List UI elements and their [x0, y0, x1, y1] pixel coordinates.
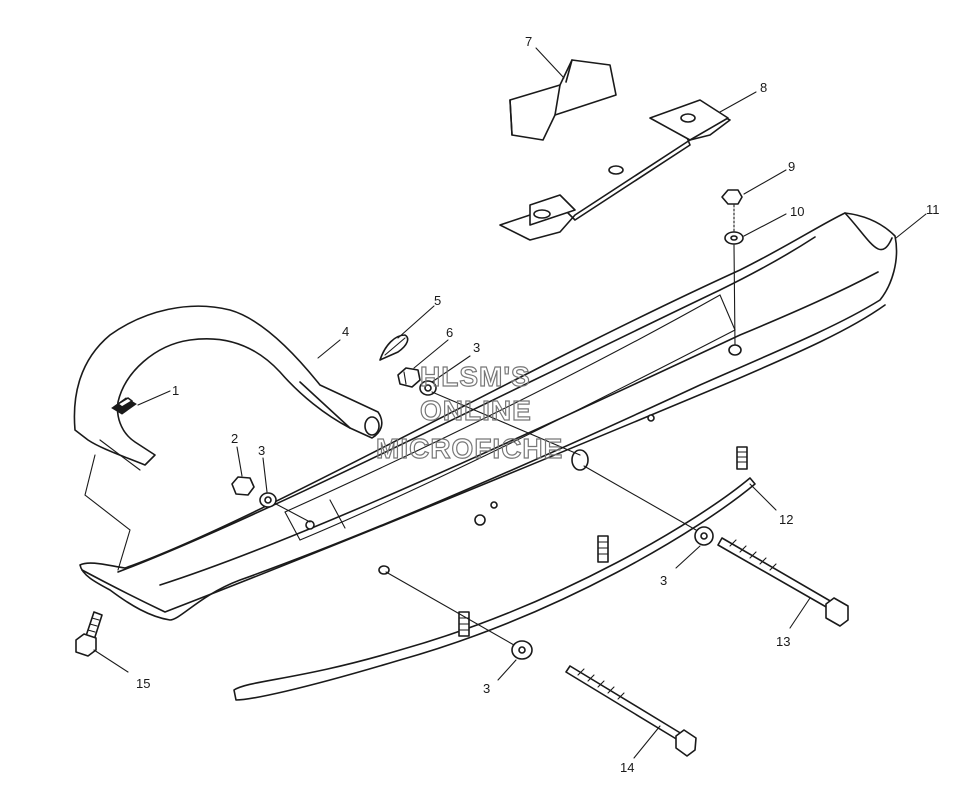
callout-14: 14: [620, 760, 634, 775]
callout-labels: 1 2 3 3 3 3 4 5 6 7 8 9 10 11 12 13 14 1…: [136, 34, 940, 775]
top-washer: [724, 231, 744, 245]
washer-bottom: [511, 640, 533, 660]
callout-1: 1: [172, 383, 179, 398]
watermark-line-2: ONLINE: [420, 395, 532, 426]
callout-6: 6: [446, 325, 453, 340]
watermark: HLSM'S ONLINE MICROFICHE: [375, 360, 563, 464]
callout-3-left: 3: [258, 443, 265, 458]
washer-right: [694, 526, 714, 546]
bolt-bottom: [565, 665, 697, 757]
callout-5: 5: [434, 293, 441, 308]
callout-15: 15: [136, 676, 150, 691]
callout-11: 11: [926, 202, 940, 217]
bolt-right: [717, 537, 849, 627]
callout-7: 7: [525, 34, 532, 49]
nut-left: [231, 476, 255, 496]
callout-8: 8: [760, 80, 767, 95]
callout-4: 4: [342, 324, 349, 339]
callout-2: 2: [231, 431, 238, 446]
saddle-bracket: [499, 99, 731, 241]
callout-3-upper: 3: [473, 340, 480, 355]
castle-nut: [397, 367, 421, 388]
callout-3-right: 3: [660, 573, 667, 588]
watermark-line-1: HLSM'S: [420, 361, 531, 392]
washer-left: [259, 492, 277, 508]
rubber-bumper: [509, 59, 617, 141]
leader-lines: [93, 47, 927, 759]
cotter-pin: [379, 334, 409, 361]
callout-9: 9: [788, 159, 795, 174]
callout-3-bottom: 3: [483, 681, 490, 696]
bolt-front: [75, 611, 103, 657]
callout-12: 12: [779, 512, 793, 527]
callout-10: 10: [790, 204, 804, 219]
ski-loop-handle: [73, 305, 383, 471]
top-nut: [721, 189, 743, 205]
callout-13: 13: [776, 634, 790, 649]
watermark-line-3: MICROFICHE: [376, 433, 563, 464]
